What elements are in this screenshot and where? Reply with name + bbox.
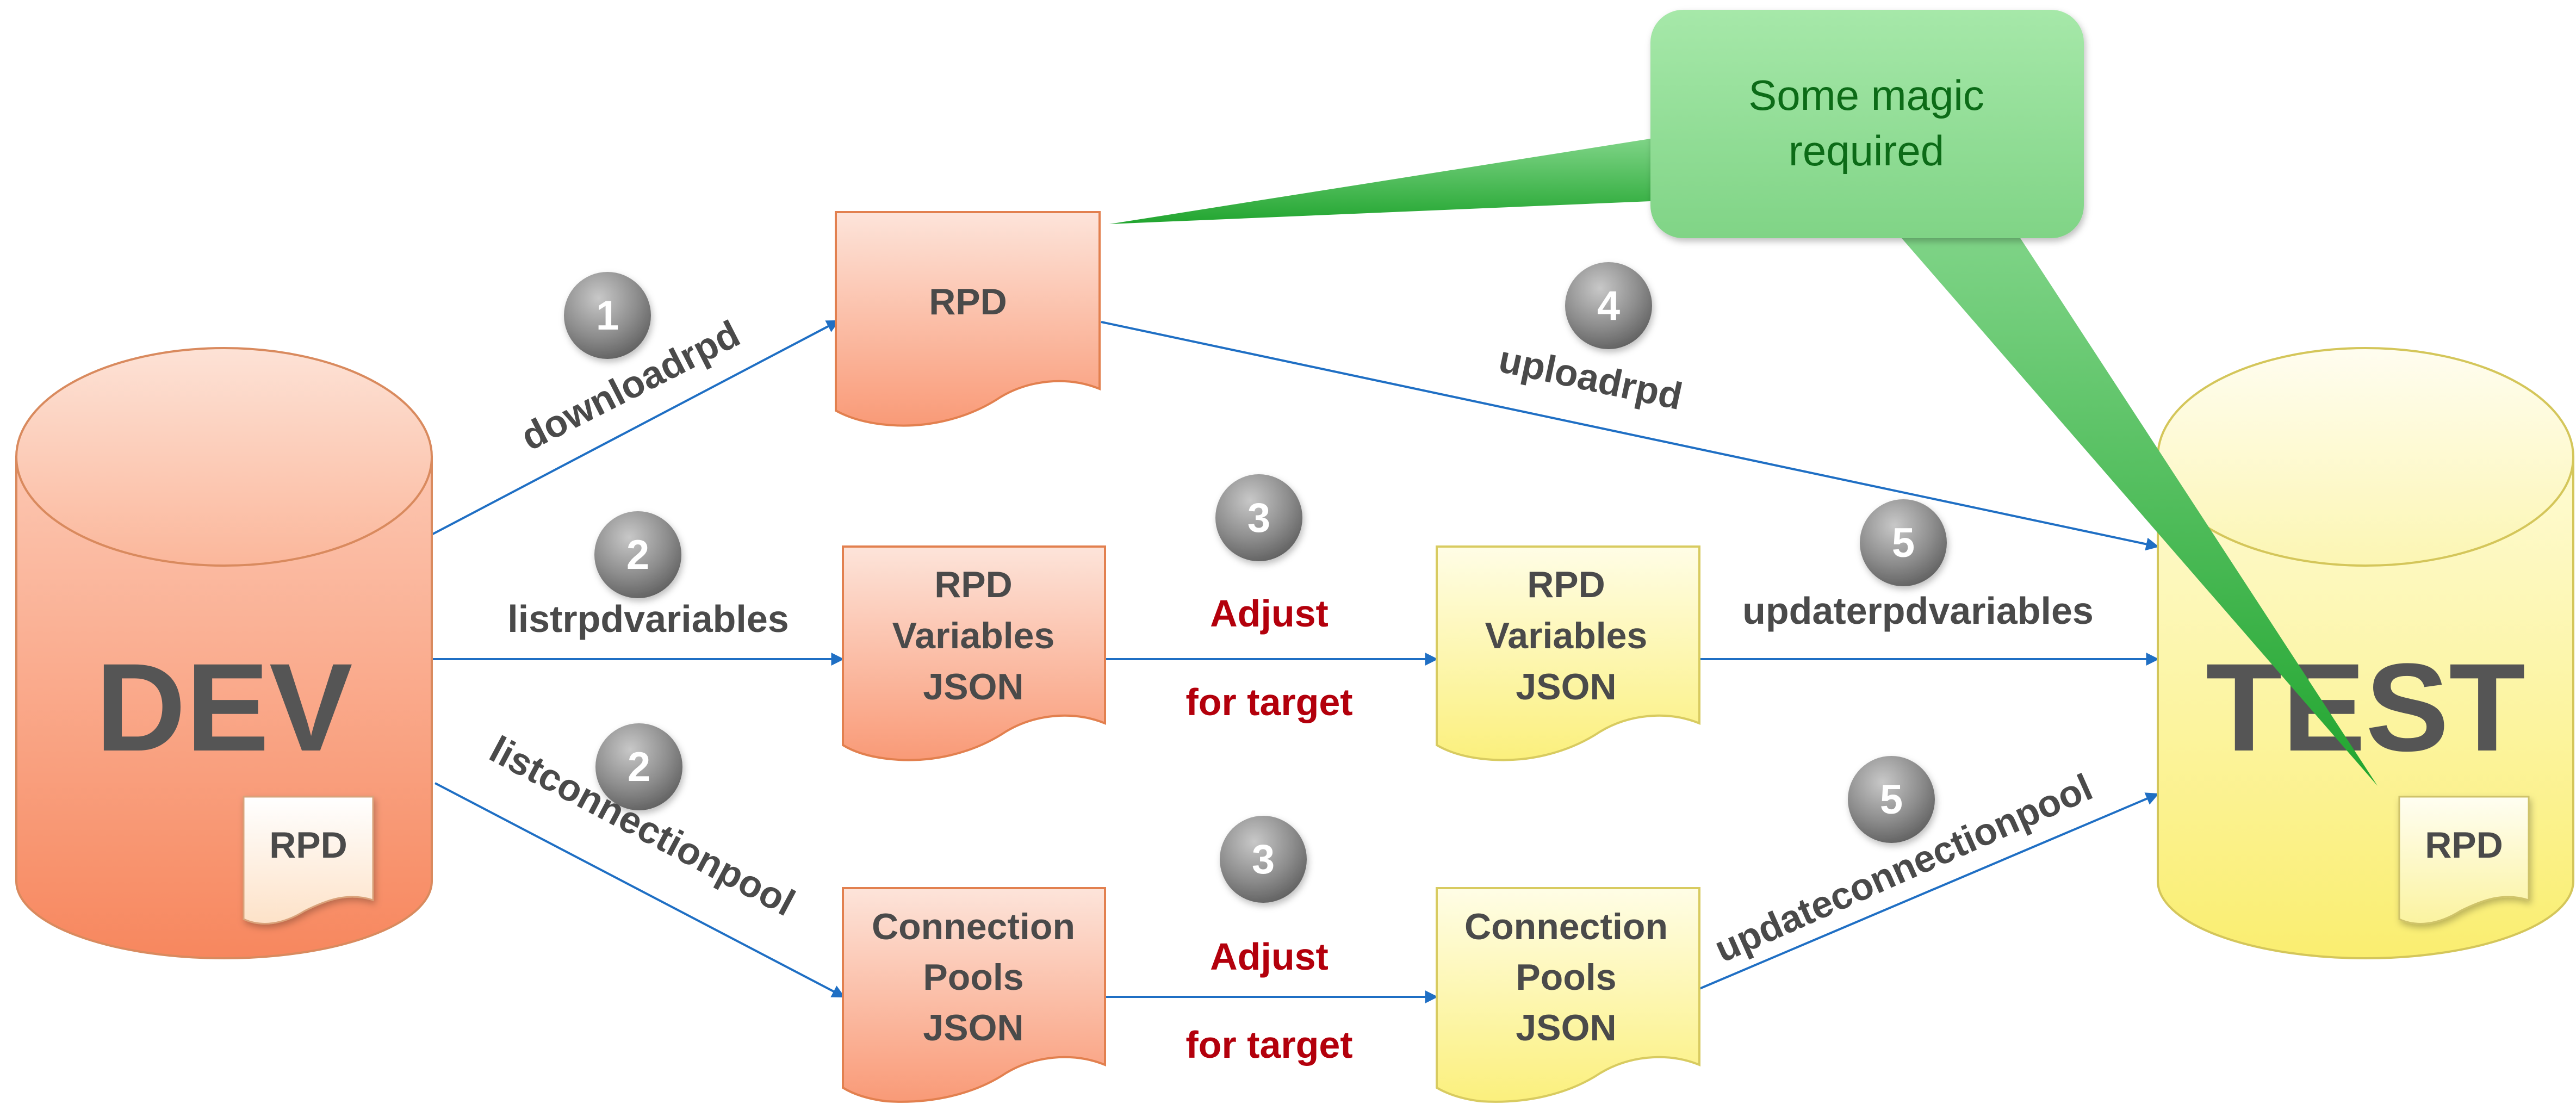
doc-rpd-variables-adjusted-line-2: Variables — [1485, 615, 1648, 656]
doc-connection-pools-source-shape — [842, 887, 1106, 1103]
doc-rpd-variables-source: RPD Variables JSON — [842, 545, 1106, 761]
step-4-circle — [1565, 262, 1652, 349]
adjust-variables-line-1: Adjust — [1210, 592, 1329, 635]
callout-pointer-left — [1109, 139, 1650, 224]
step-2a-number: 2 — [626, 532, 649, 578]
adjust-pools-line-2: for target — [1185, 1024, 1352, 1066]
step-1-number: 1 — [596, 293, 619, 339]
doc-rpd-variables-source-line-3: JSON — [923, 666, 1023, 708]
doc-connection-pools-source-line-2: Pools — [923, 957, 1023, 998]
arrow-uploadrpd — [1101, 321, 2159, 551]
doc-rpd-variables-source-line-1: RPD — [934, 564, 1013, 605]
step-5b-circle — [1848, 756, 1935, 843]
arrow-updateconnectionpool — [1680, 792, 2159, 998]
step-3a-badge: 3 — [1215, 474, 1302, 561]
step-2a-badge: 2 — [594, 511, 681, 598]
callout-line-1: Some magic — [1748, 71, 1984, 119]
arrow-listconnectionpool — [434, 782, 846, 998]
callout-box — [1650, 10, 2084, 238]
step-3a-circle — [1215, 474, 1302, 561]
doc-rpd-variables-source-line-2: Variables — [892, 615, 1055, 656]
step-1-badge: 1 — [564, 272, 651, 359]
dev-database: DEV RPD — [15, 347, 433, 959]
label-updaterpdvariables: updaterpdvariables — [1742, 590, 2094, 632]
doc-connection-pools-source-line-1: Connection — [872, 906, 1075, 947]
callout-line-2: required — [1789, 127, 1944, 175]
adjust-variables-line-2: for target — [1185, 681, 1352, 723]
doc-rpd-variables-adjusted-line-3: JSON — [1516, 666, 1616, 708]
step-5b-badge: 5 — [1848, 756, 1935, 843]
label-listrpdvariables: listrpdvariables — [507, 598, 789, 640]
dev-cylinder-top — [15, 347, 433, 567]
test-rpd-doc-shape — [2398, 796, 2530, 925]
step-4-badge: 4 — [1565, 262, 1652, 349]
test-database: TEST RPD — [2157, 347, 2574, 959]
doc-connection-pools-adjusted-line-3: JSON — [1516, 1007, 1616, 1049]
arrows — [429, 320, 2159, 1003]
step-5b-number: 5 — [1880, 777, 1903, 823]
doc-connection-pools-adjusted: Connection Pools JSON — [1436, 887, 1700, 1103]
doc-rpd: RPD — [835, 211, 1101, 427]
doc-connection-pools-adjusted-shape — [1436, 887, 1700, 1103]
step-4-number: 4 — [1597, 283, 1620, 329]
dev-rpd-doc-shape — [243, 796, 374, 925]
test-label: TEST — [2206, 637, 2525, 777]
doc-rpd-variables-adjusted-line-1: RPD — [1527, 564, 1605, 605]
arrow-downloadrpd — [429, 320, 840, 537]
adjust-pools-line-1: Adjust — [1210, 935, 1329, 978]
doc-connection-pools-source-line-3: JSON — [923, 1007, 1023, 1049]
step-2b-circle — [595, 723, 682, 810]
doc-connection-pools-adjusted-line-2: Pools — [1516, 957, 1616, 998]
step-2b-number: 2 — [628, 744, 650, 790]
step-2a-circle — [594, 511, 681, 598]
step-1-circle — [564, 272, 651, 359]
step-3b-circle — [1220, 816, 1307, 903]
step-5a-badge: 5 — [1860, 499, 1947, 586]
dev-label: DEV — [96, 637, 353, 777]
doc-rpd-variables-adjusted-shape — [1436, 545, 1700, 761]
doc-connection-pools-adjusted-line-1: Connection — [1464, 906, 1668, 947]
step-badges: 1 2 2 3 3 4 5 5 — [564, 262, 1947, 903]
doc-rpd-variables-adjusted: RPD Variables JSON — [1436, 545, 1700, 761]
doc-rpd-variables-source-shape — [842, 545, 1106, 761]
step-3a-number: 3 — [1247, 495, 1270, 541]
step-2b-badge: 2 — [595, 723, 682, 810]
dev-rpd-document: RPD — [243, 796, 374, 925]
test-cylinder-top — [2157, 347, 2574, 567]
step-5a-number: 5 — [1892, 520, 1915, 566]
callout-pointer-down — [1898, 234, 2378, 786]
label-uploadrpd: uploadrpd — [1495, 338, 1686, 418]
doc-rpd-label: RPD — [929, 281, 1007, 322]
doc-connection-pools-source: Connection Pools JSON — [842, 887, 1106, 1103]
step-3b-number: 3 — [1252, 836, 1275, 883]
magic-callout: Some magic required — [1109, 10, 2378, 786]
test-rpd-doc-label: RPD — [2425, 824, 2503, 866]
dev-rpd-doc-label: RPD — [269, 824, 347, 866]
doc-rpd-shape — [835, 211, 1101, 427]
step-3b-badge: 3 — [1220, 816, 1307, 903]
step-5a-circle — [1860, 499, 1947, 586]
test-rpd-document: RPD — [2398, 796, 2530, 925]
